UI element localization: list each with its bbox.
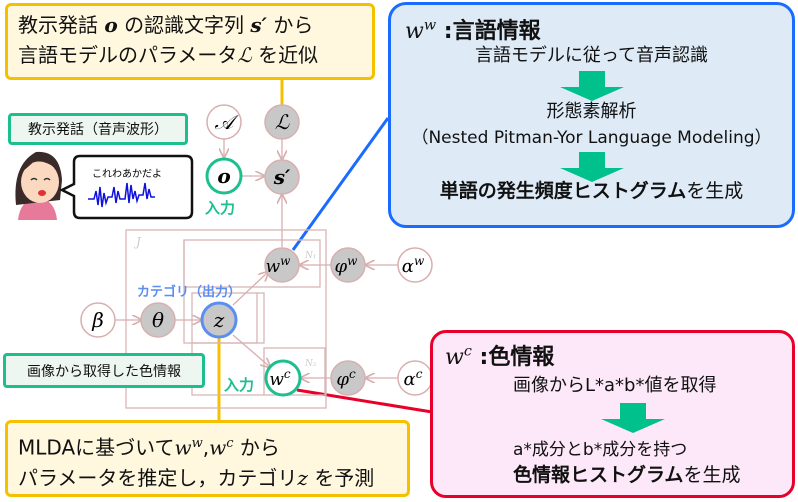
plate-N1-label: N₁ [304, 251, 316, 261]
node-theta-label: θ [152, 308, 164, 332]
node-A [206, 104, 242, 140]
bottom-note-box: MLDAに基づいてww,wc から パラメータを推定し，カテゴリz を予測 [5, 420, 410, 497]
node-w-w [264, 247, 300, 283]
node-L [264, 104, 300, 140]
speaker-girl-icon [15, 151, 62, 220]
color-label-box: 画像から取得した色情報 [3, 353, 205, 388]
svg-text:αw: αw [402, 254, 425, 277]
svg-text:φw: φw [335, 254, 359, 277]
red-connector [296, 388, 433, 414]
node-beta [80, 302, 116, 338]
speech-bubble [59, 154, 194, 220]
node-phi-c [330, 360, 366, 396]
down-arrow-icon [559, 71, 624, 101]
node-theta [140, 302, 176, 338]
blue-connector [291, 117, 390, 251]
node-o-label: o [217, 164, 230, 188]
input-label-color: 入力 [224, 376, 254, 394]
node-s-prime [264, 159, 300, 195]
svg-text:αc: αc [404, 367, 423, 390]
node-alpha-w [397, 247, 433, 283]
plate-N2 [263, 347, 326, 396]
plate-J [125, 229, 327, 409]
plate-J-label: J [133, 235, 142, 249]
top-note-box: 教示発話 o の認識文字列 s′ から 言語モデルのパラメータℒ を近似 [5, 3, 375, 80]
svg-text:wc: wc [269, 367, 291, 390]
down-arrow-icon [600, 403, 665, 433]
category-output-label: カテゴリ（出力） [137, 284, 241, 300]
node-phi-w [330, 247, 366, 283]
svg-text:ww: ww [266, 254, 292, 277]
speech-label-box: 教示発話（音声波形） [8, 113, 188, 145]
node-o [205, 157, 243, 195]
node-z-label: z [213, 308, 225, 332]
input-label-speech: 入力 [205, 199, 235, 217]
node-beta-label: β [91, 308, 104, 332]
node-w-c [264, 359, 302, 397]
down-arrow-icon [559, 152, 624, 182]
color-info-box: wc :色情報 画像からL*a*b*値を取得 a*成分とb*成分を持つ 色情報ヒ… [430, 330, 795, 498]
speech-bubble-text: これわあかだよ [92, 168, 162, 180]
language-info-box: ww :言語情報 言語モデルに従って音声認識 形態素解析 （Nested Pit… [388, 2, 795, 228]
waveform-icon [88, 182, 155, 208]
node-z [200, 301, 238, 339]
node-L-label: ℒ [275, 110, 290, 134]
node-s-label: s′ [273, 165, 291, 189]
svg-text:φc: φc [336, 367, 356, 390]
plate-N2-label: N₂ [304, 359, 317, 369]
